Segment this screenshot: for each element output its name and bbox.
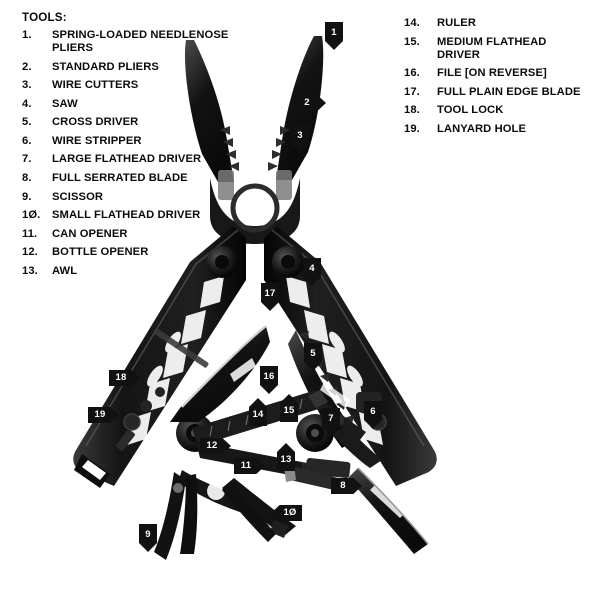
legend-item-number: 17.: [404, 85, 420, 98]
legend-item: 2. STANDARD PLIERS: [22, 61, 272, 74]
legend-item-number: 4.: [22, 97, 32, 110]
callout-1: 1: [325, 22, 343, 50]
legend-item: 11. CAN OPENER: [22, 228, 272, 241]
legend-item: 18. TOOL LOCK: [404, 104, 600, 117]
multitool-illustration: [70, 30, 490, 575]
scissor-tool: [154, 472, 198, 560]
legend-item: 1Ø. SMALL FLATHEAD DRIVER: [22, 209, 272, 222]
legend-item-number: 15.: [404, 35, 420, 48]
legend-item-label: SPRING-LOADED NEEDLENOSE PLIERS: [52, 29, 229, 54]
legend-item-number: 9.: [22, 190, 32, 203]
legend-item-label: STANDARD PLIERS: [52, 60, 159, 73]
legend-item-label: RULER: [437, 17, 477, 29]
plain-edge-blade: [170, 325, 270, 422]
legend-item-label: WIRE CUTTERS: [52, 79, 139, 92]
legend-item-label: LARGE FLATHEAD DRIVER: [52, 153, 202, 166]
legend-item-number: 8.: [22, 172, 32, 185]
legend-item-number: 13.: [22, 264, 38, 277]
callout-7: 7: [322, 408, 340, 436]
legend-item: 1. SPRING-LOADED NEEDLENOSE PLIERS: [22, 29, 272, 55]
legend-item-number: 16.: [404, 67, 420, 80]
callout-13: 13: [277, 443, 295, 471]
legend-item-number: 2.: [22, 60, 32, 73]
legend-item: 19. LANYARD HOLE: [404, 123, 600, 136]
callout-17: 17: [261, 283, 279, 311]
legend-item-label: FULL SERRATED BLADE: [52, 172, 188, 185]
callout-15: 15: [280, 394, 298, 422]
legend-item-label: FILE [ON REVERSE]: [437, 67, 547, 80]
legend-item-label: SAW: [52, 97, 78, 110]
legend-item: 6. WIRE STRIPPER: [22, 135, 272, 148]
callout-2: 2: [295, 95, 326, 111]
legend-item: 8. FULL SERRATED BLADE: [22, 172, 272, 185]
legend-item-label: AWL: [52, 264, 78, 277]
tools-legend-right: 14. RULER 15. MEDIUM FLATHEAD DRIVER 16. FILE…: [404, 17, 600, 141]
legend-item-number: 7.: [22, 153, 32, 166]
legend-item: 7. LARGE FLATHEAD DRIVER: [22, 153, 272, 166]
legend-item-label: WIRE STRIPPER: [52, 134, 142, 147]
legend-item-label: CAN OPENER: [52, 227, 128, 240]
legend-item-number: 12.: [22, 246, 38, 259]
callout-5: 5: [304, 343, 322, 371]
legend-title: TOOLS:: [22, 11, 67, 24]
legend-item: 4. SAW: [22, 98, 272, 111]
callout-14: 14: [249, 398, 267, 426]
legend-item: 14. RULER: [404, 17, 600, 30]
legend-item-label: MEDIUM FLATHEAD DRIVER: [437, 35, 547, 61]
legend-item: 16. FILE [ON REVERSE]: [404, 67, 600, 80]
legend-item-label: BOTTLE OPENER: [52, 246, 149, 259]
legend-item-label: SMALL FLATHEAD DRIVER: [52, 209, 201, 222]
legend-list-right: 14. RULER 15. MEDIUM FLATHEAD DRIVER 16. FILE…: [404, 17, 600, 136]
callout-18: 18: [109, 370, 140, 386]
legend-item: 17. FULL PLAIN EDGE BLADE: [404, 86, 600, 99]
callout-11: 11: [234, 458, 265, 474]
legend-item-number: 19.: [404, 122, 420, 135]
legend-item-label: TOOL LOCK: [437, 104, 504, 117]
legend-item-number: 11.: [22, 227, 38, 240]
callout-3: 3: [291, 125, 309, 153]
legend-item: 15. MEDIUM FLATHEAD DRIVER: [404, 36, 600, 62]
callout-4: 4: [303, 258, 321, 286]
legend-item: 12. BOTTLE OPENER: [22, 246, 272, 259]
serrated-blade: [348, 467, 429, 554]
legend-item-label: LANYARD HOLE: [437, 122, 527, 135]
callout-10: 1Ø: [271, 505, 302, 521]
legend-list-left: 1. SPRING-LOADED NEEDLENOSE PLIERS 2. STAND…: [22, 29, 272, 278]
legend-item-label: CROSS DRIVER: [52, 116, 139, 129]
legend-item-number: 1.: [22, 29, 32, 41]
legend-item-number: 14.: [404, 17, 420, 29]
tools-legend-left: TOOLS: 1. SPRING-LOADED NEEDLENOSE PLIERS…: [22, 11, 272, 284]
callout-19: 19: [88, 407, 119, 423]
legend-item-number: 18.: [404, 104, 420, 117]
callout-9: 9: [139, 524, 157, 552]
legend-item-number: 1Ø.: [22, 209, 41, 222]
awl-tool: [222, 482, 276, 542]
legend-item: 9. SCISSOR: [22, 191, 272, 204]
legend-item-number: 3.: [22, 79, 32, 92]
legend-item: 13. AWL: [22, 265, 272, 278]
legend-item: 5. CROSS DRIVER: [22, 116, 272, 129]
legend-item: 3. WIRE CUTTERS: [22, 79, 272, 92]
legend-item-label: SCISSOR: [52, 190, 104, 203]
legend-item-number: 5.: [22, 116, 32, 129]
callout-16: 16: [260, 366, 278, 394]
callout-12: 12: [200, 438, 231, 454]
legend-item-number: 6.: [22, 134, 32, 147]
callout-8: 8: [331, 478, 362, 494]
legend-item-label: FULL PLAIN EDGE BLADE: [437, 85, 581, 98]
callout-6: 6: [364, 401, 382, 429]
